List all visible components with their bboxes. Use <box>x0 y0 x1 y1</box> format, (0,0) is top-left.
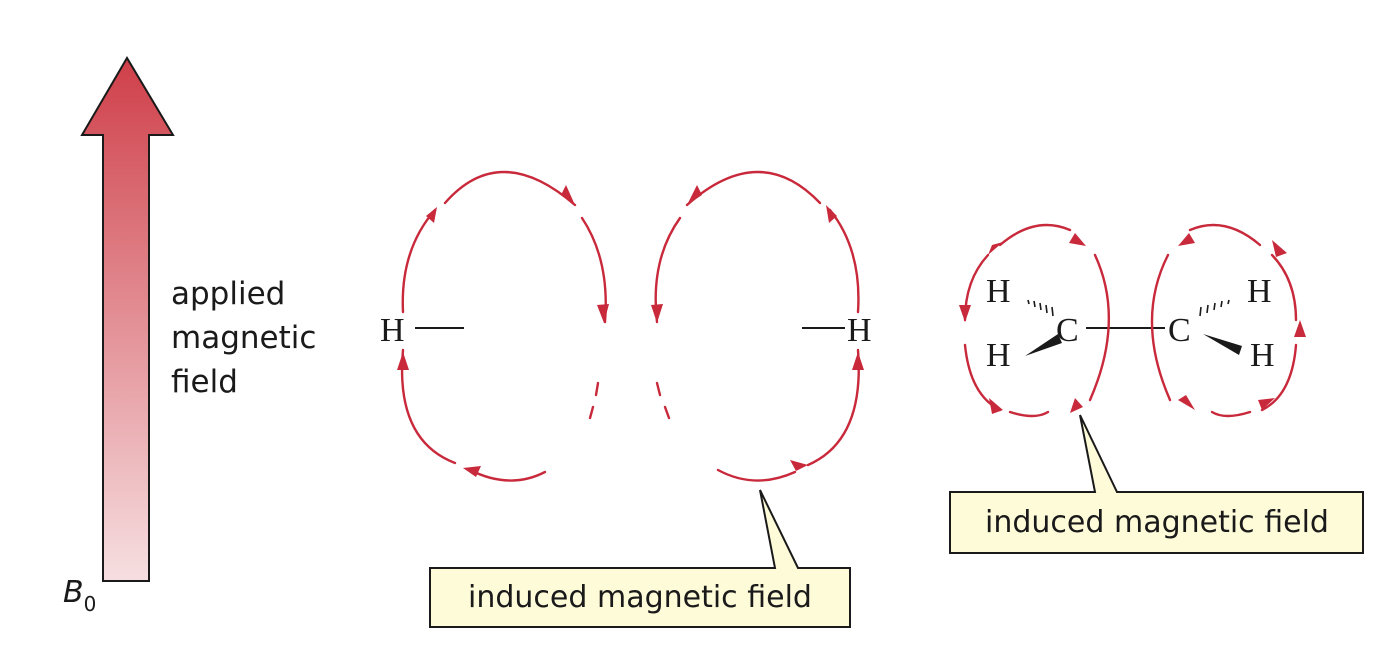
induced-field-loops-right <box>959 223 1306 418</box>
field-arrow-5 <box>463 466 481 477</box>
field-arrow-10 <box>790 460 808 471</box>
ring-line-5 <box>1008 410 1050 418</box>
ring-arrow-1 <box>1069 233 1086 246</box>
callout-right-text: induced magnetic field <box>985 505 1329 540</box>
induced-field-loops-left <box>397 170 864 482</box>
field-arrow-8 <box>651 304 663 323</box>
atom-c-left: C <box>1056 312 1079 349</box>
hashed-bond-right <box>1199 299 1230 317</box>
field-line-1 <box>443 170 577 207</box>
ring-arrow-5 <box>1070 398 1083 413</box>
ring-arrow-3 <box>959 305 971 322</box>
field-arrow-7 <box>826 205 837 223</box>
b0-symbol: B0 <box>63 575 96 616</box>
ring-line-8 <box>1270 253 1298 322</box>
ring-arrow-8 <box>1294 320 1306 337</box>
ring-line-9 <box>1260 343 1298 412</box>
field-line-6 <box>594 381 600 397</box>
ring-line-1 <box>998 223 1072 247</box>
field-line-5 <box>468 468 547 482</box>
atom-h-left-top: H <box>986 273 1011 310</box>
atom-h-right-bottom: H <box>1250 337 1275 374</box>
atom-h-left: H <box>380 312 405 349</box>
wedge-bond-right <box>1203 334 1242 355</box>
ring-arrow-6 <box>1178 233 1195 246</box>
hashed-bond-left <box>1027 299 1054 317</box>
field-arrow-6 <box>687 185 702 205</box>
applied-field-label: applied magnetic field <box>171 276 326 400</box>
ring-line-10 <box>1210 410 1252 418</box>
field-line-13 <box>655 381 662 397</box>
ring-arrow-9 <box>1178 395 1195 410</box>
field-arrow-3 <box>597 304 609 323</box>
applied-field-arrow <box>80 56 175 582</box>
field-line-11 <box>806 348 860 467</box>
wedge-bond-left <box>1025 334 1062 356</box>
ring-line-6 <box>1188 223 1262 247</box>
field-arrow-1 <box>561 185 575 205</box>
atom-c-right: C <box>1168 312 1191 349</box>
ring-line-2 <box>1088 253 1111 402</box>
ring-line-7 <box>1150 253 1172 402</box>
field-line-8 <box>685 170 822 207</box>
callout-left: induced magnetic field <box>429 489 851 628</box>
field-line-12 <box>716 468 797 482</box>
callout-left-text: induced magnetic field <box>468 580 812 615</box>
atom-h-left-bottom: H <box>986 337 1011 374</box>
hydrogen-molecule-left: H H <box>380 312 872 349</box>
ring-arrow-7 <box>1272 240 1287 257</box>
ethane-molecule: H H C C H H <box>986 273 1275 374</box>
field-line-4 <box>400 348 457 465</box>
ring-arrow-2 <box>988 242 1003 255</box>
field-line-7 <box>588 405 595 420</box>
field-arrow-2 <box>426 207 437 223</box>
atom-h-right-top: H <box>1247 273 1272 310</box>
field-arrow-4 <box>397 352 409 370</box>
field-arrow-9 <box>852 352 864 370</box>
ring-arrow-10 <box>1258 398 1275 410</box>
atom-h-right: H <box>847 312 872 349</box>
field-line-3 <box>401 208 437 314</box>
callout-right: induced magnetic field <box>949 414 1364 554</box>
field-line-14 <box>663 405 671 420</box>
ring-arrow-4 <box>989 398 1003 414</box>
field-line-10 <box>828 208 860 314</box>
